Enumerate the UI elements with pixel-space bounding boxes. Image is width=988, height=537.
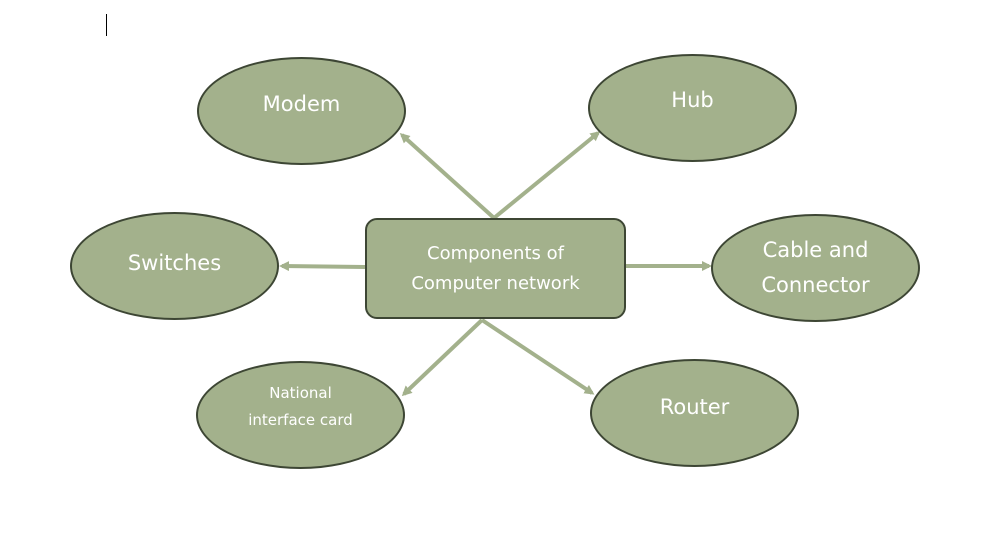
- arrow-to-hub: [492, 131, 601, 220]
- arrow-to-switches: [279, 261, 366, 272]
- center-node-label: Components of Computer network: [411, 242, 580, 294]
- node-modem-label: Modem: [262, 91, 341, 116]
- center-node: Components of Computer network: [365, 218, 626, 319]
- node-router-label: Router: [659, 394, 730, 419]
- node-switches-label: Switches: [127, 250, 222, 275]
- node-nic-label: National interface card: [248, 384, 353, 429]
- node-nic: National interface card: [196, 361, 405, 469]
- node-router: Router: [590, 359, 799, 467]
- arrow-to-router: [480, 318, 595, 395]
- node-switches: Switches: [70, 212, 279, 320]
- text-cursor: [106, 14, 107, 36]
- arrow-to-nic: [401, 318, 484, 397]
- node-cable-label: Cable and Connector: [761, 238, 870, 297]
- node-hub: Hub: [588, 54, 797, 162]
- node-hub-label: Hub: [671, 87, 714, 112]
- node-cable: Cable and Connector: [711, 214, 920, 322]
- node-modem: Modem: [197, 57, 406, 165]
- arrow-to-modem: [399, 132, 496, 220]
